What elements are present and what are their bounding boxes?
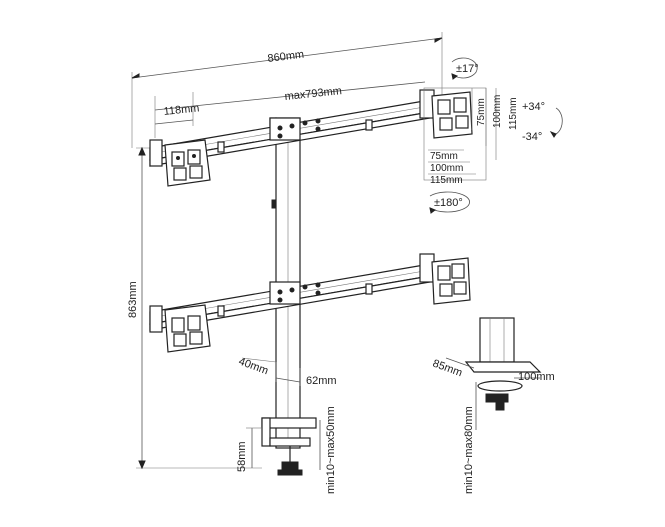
overall-width-label: 860mm xyxy=(267,49,305,65)
upper-crossbar xyxy=(149,99,431,167)
rotate-label: ±180° xyxy=(434,197,463,209)
arm-offset-label: 118mm xyxy=(163,102,200,118)
grommet-width-label: 100mm xyxy=(518,371,555,383)
tilt-down-label: -34° xyxy=(522,131,542,143)
vesa-h-100-label: 100mm xyxy=(492,95,503,128)
height-label: 863mm xyxy=(127,281,139,318)
lower-left-vesa-plate xyxy=(149,304,211,353)
arm-offset-dimension: 118mm xyxy=(154,92,200,138)
max-arm-width-label: max793mm xyxy=(284,85,342,103)
tilt-indicator: +34° -34° xyxy=(522,101,563,143)
height-dimension: 863mm xyxy=(127,146,262,470)
clamp-height-dimension: 58mm xyxy=(236,427,262,472)
tilt-up-label: +34° xyxy=(522,101,545,113)
vesa-h-75-label: 75mm xyxy=(476,98,487,126)
grommet-depth-label: 85mm xyxy=(431,358,464,380)
vesa-w-75-label: 75mm xyxy=(430,151,458,162)
overall-width-dimension: 860mm xyxy=(131,32,443,148)
vesa-w-100-label: 100mm xyxy=(430,163,463,174)
swivel-label: ±17° xyxy=(456,63,479,75)
max-arm-width-dimension: max793mm xyxy=(154,81,426,111)
pole-depth-label: 40mm xyxy=(237,356,270,378)
lower-right-vesa-plate xyxy=(419,253,471,305)
upper-right-vesa-plate xyxy=(419,89,473,139)
vesa-h-115-label: 115mm xyxy=(508,97,519,130)
vesa-w-115-label: 115mm xyxy=(430,175,463,186)
clamp-range-dimension: min10~max50mm xyxy=(319,406,337,494)
swivel-indicator: ±17° xyxy=(451,57,479,80)
clamp-height-label: 58mm xyxy=(236,441,248,472)
rotate-indicator: ±180° xyxy=(429,191,470,214)
grommet-range-label: min10~max80mm xyxy=(463,406,475,494)
grommet-mount-detail: 85mm 100mm min10~max80mm xyxy=(431,317,555,494)
pole-width-label: 62mm xyxy=(306,375,337,387)
desk-clamp xyxy=(261,417,317,476)
clamp-range-label: min10~max50mm xyxy=(325,406,337,494)
vesa-dimension-callout: 75mm 100mm 115mm 75mm 100mm 115mm xyxy=(423,87,519,186)
upper-left-vesa-plate xyxy=(149,139,211,187)
